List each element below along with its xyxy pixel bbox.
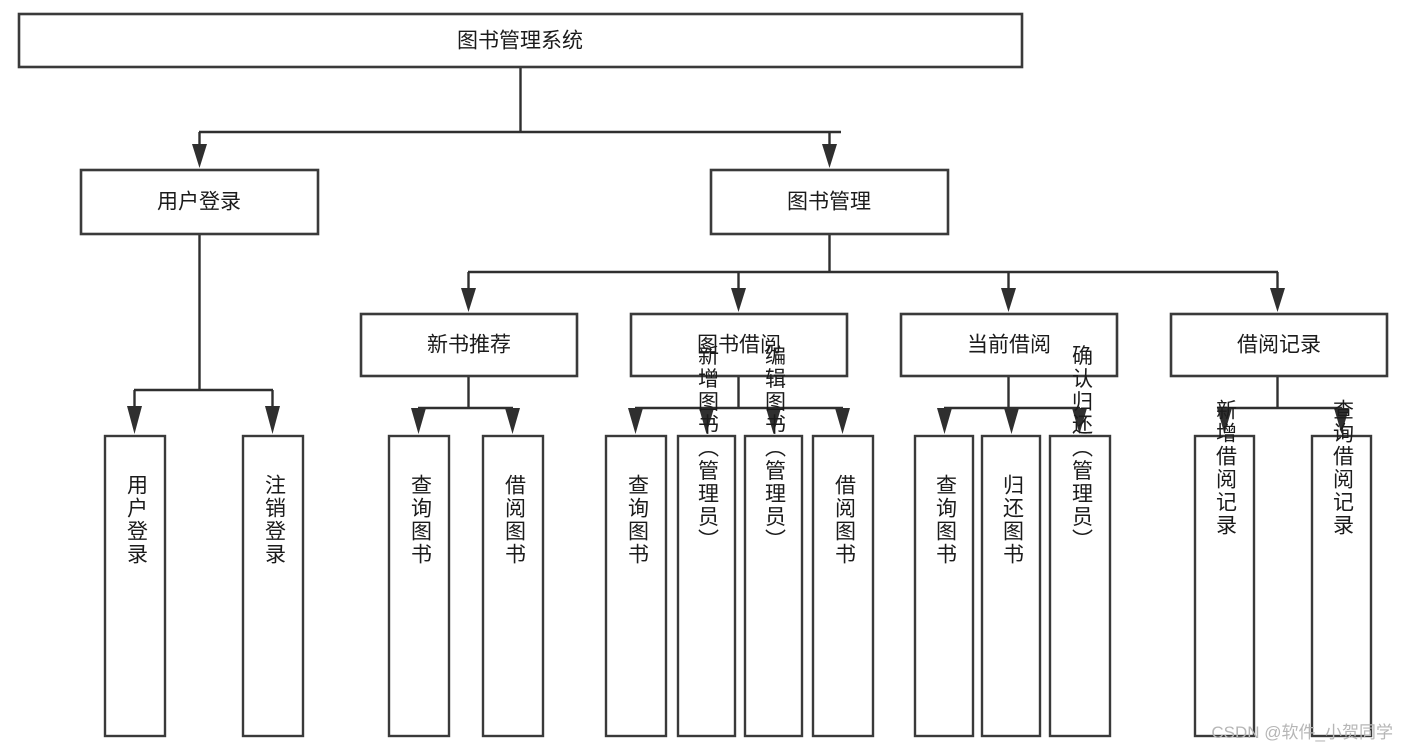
leaf-current-query-book[interactable]: 查询图书 [913, 434, 975, 738]
node-current-borrow-label: 当前借阅 [967, 334, 1051, 357]
leaf-user-login-login[interactable]: 用户登录 [103, 434, 167, 738]
leaf-user-login-logout[interactable]: 注销登录 [241, 434, 305, 738]
node-root-system-label: 图书管理系统 [457, 30, 583, 53]
node-book-borrow-label: 图书借阅 [697, 334, 781, 357]
leaf-borrow-add-book-label: 新增图书（管理员） [695, 345, 719, 552]
leaf-current-query-book-label: 查询图书 [933, 474, 957, 566]
leaf-borrow-edit-book-label: 编辑图书（管理员） [762, 345, 786, 552]
leaf-recommend-borrow-book-label: 借阅图书 [502, 474, 526, 566]
leaf-user-login-logout-label: 注销登录 [262, 474, 286, 566]
connectors-record-to-leaves [1217, 377, 1349, 434]
leaf-borrow-borrow-book-label: 借阅图书 [832, 474, 856, 566]
leaf-borrow-query-book[interactable]: 查询图书 [604, 434, 668, 738]
node-new-book-recommend[interactable]: 新书推荐 [359, 312, 579, 378]
leaf-current-return-book-label: 归还图书 [1000, 474, 1024, 566]
leaf-current-confirm-return-label: 确认归还（管理员） [1069, 345, 1093, 552]
leaf-borrow-query-book-label: 查询图书 [625, 474, 649, 566]
connectors-userlogin-to-leaves [127, 235, 280, 434]
leaf-record-add-record-label: 新增借阅记录 [1213, 399, 1237, 537]
connectors-recommend-to-leaves [411, 377, 520, 434]
leaf-borrow-borrow-book[interactable]: 借阅图书 [811, 434, 875, 738]
leaf-record-query-record[interactable]: 查询借阅记录 [1310, 399, 1373, 738]
leaf-user-login-login-label: 用户登录 [124, 474, 148, 566]
leaf-current-confirm-return[interactable]: 确认归还（管理员） [1048, 345, 1112, 738]
leaf-record-add-record[interactable]: 新增借阅记录 [1193, 399, 1256, 738]
leaf-record-query-record-label: 查询借阅记录 [1330, 399, 1354, 537]
node-current-borrow[interactable]: 当前借阅 [899, 312, 1119, 378]
connectors-bookmgmt-to-level3 [461, 235, 1285, 312]
leaf-recommend-query-book-label: 查询图书 [408, 474, 432, 566]
connectors-root-to-level2 [192, 67, 841, 168]
node-new-book-recommend-label: 新书推荐 [427, 334, 511, 357]
leaf-borrow-edit-book[interactable]: 编辑图书（管理员） [743, 345, 804, 738]
node-user-login[interactable]: 用户登录 [79, 168, 320, 236]
node-borrow-record-label: 借阅记录 [1237, 334, 1321, 357]
leaf-recommend-query-book[interactable]: 查询图书 [387, 434, 451, 738]
leaf-current-return-book[interactable]: 归还图书 [980, 434, 1042, 738]
leaf-recommend-borrow-book[interactable]: 借阅图书 [481, 434, 545, 738]
leaf-borrow-add-book[interactable]: 新增图书（管理员） [676, 345, 737, 738]
node-book-management-label: 图书管理 [787, 191, 871, 214]
node-book-borrow[interactable]: 图书借阅 [629, 312, 849, 378]
node-user-login-label: 用户登录 [157, 191, 241, 214]
connectors-borrow-to-leaves [628, 377, 850, 434]
node-book-management[interactable]: 图书管理 [709, 168, 950, 236]
node-root-system[interactable]: 图书管理系统 [17, 12, 1024, 69]
connectors-current-to-leaves [937, 377, 1087, 434]
node-borrow-record[interactable]: 借阅记录 [1169, 312, 1389, 378]
